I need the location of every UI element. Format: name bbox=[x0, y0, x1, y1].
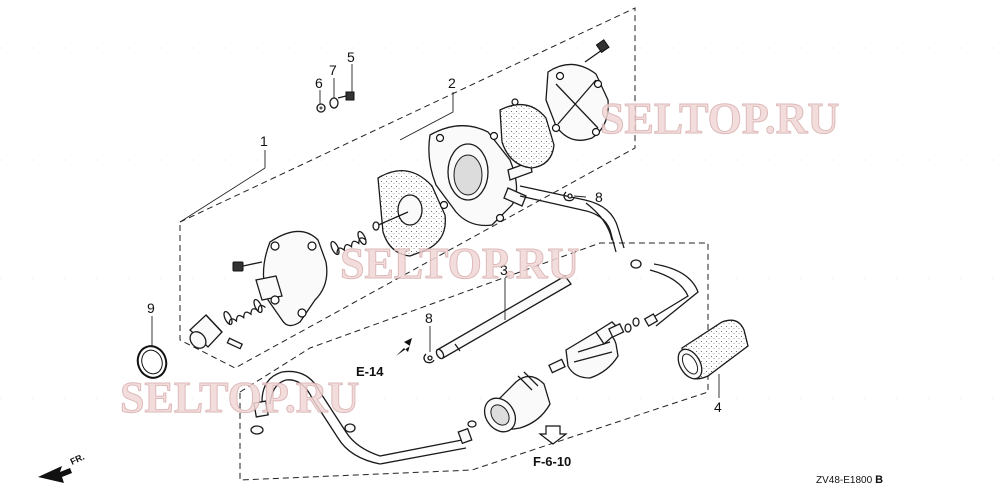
hose-clamp-upper-right bbox=[630, 259, 642, 269]
pump-spring-upper bbox=[330, 230, 367, 256]
part-number-1: 1 bbox=[260, 133, 268, 149]
hose-filter-outlet bbox=[643, 263, 699, 327]
part-8-clip-lower bbox=[423, 353, 435, 364]
part-number-8-lower: 8 bbox=[425, 310, 433, 326]
part-number-5: 5 bbox=[347, 49, 355, 65]
reference-e14-arrow bbox=[396, 338, 412, 356]
watermark-bottom-left: SELTOP.RU bbox=[120, 373, 359, 422]
assembly-box-lower bbox=[239, 242, 709, 481]
part-9-o-ring bbox=[136, 345, 168, 379]
part-6-washer bbox=[316, 103, 326, 113]
leader-lines bbox=[151, 64, 720, 398]
watermark-center: SELTOP.RU bbox=[340, 239, 579, 288]
front-direction-arrow bbox=[38, 466, 72, 483]
part-number-8-upper: 8 bbox=[595, 189, 603, 205]
pump-cover-gasket bbox=[499, 98, 555, 169]
pump-plunger bbox=[189, 314, 244, 350]
part-number-9: 9 bbox=[147, 300, 155, 316]
reference-f610-label: F-6-10 bbox=[533, 454, 571, 469]
watermark-top-right: SELTOP.RU bbox=[600, 94, 839, 143]
fuel-filter-body bbox=[548, 321, 625, 379]
pump-spring-lower bbox=[223, 298, 266, 326]
reference-e14-label: E-14 bbox=[356, 364, 384, 379]
part-number-3: 3 bbox=[500, 262, 508, 278]
pump-middle-body bbox=[428, 125, 533, 227]
hose-clamp-right bbox=[624, 317, 640, 333]
part-7-washer bbox=[329, 97, 339, 109]
background-watermark-pattern bbox=[0, 47, 1000, 399]
pump-rear-cover bbox=[545, 63, 609, 141]
part-number-2: 2 bbox=[448, 75, 456, 91]
pump-diaphragm bbox=[372, 170, 447, 257]
hose-upper-right bbox=[519, 185, 625, 253]
pump-screw-left bbox=[232, 261, 263, 272]
assembly-box-part-1 bbox=[179, 7, 636, 369]
hose-lower-loop bbox=[250, 370, 473, 465]
pump-front-housing bbox=[255, 230, 328, 327]
part-number-4: 4 bbox=[714, 399, 722, 415]
hose-clamp-mid bbox=[467, 420, 477, 428]
part-3-tube bbox=[435, 275, 572, 360]
part-5-bolt bbox=[337, 91, 355, 101]
front-direction-label: FR. bbox=[69, 452, 86, 467]
pump-screw-top bbox=[584, 39, 610, 63]
part-4-sleeve bbox=[677, 319, 749, 380]
part-number-6: 6 bbox=[315, 75, 323, 91]
fuel-strainer-cup bbox=[483, 371, 551, 433]
part-number-7: 7 bbox=[329, 62, 337, 78]
reference-f610-arrow bbox=[538, 425, 568, 445]
part-8-clip-upper bbox=[563, 191, 575, 202]
